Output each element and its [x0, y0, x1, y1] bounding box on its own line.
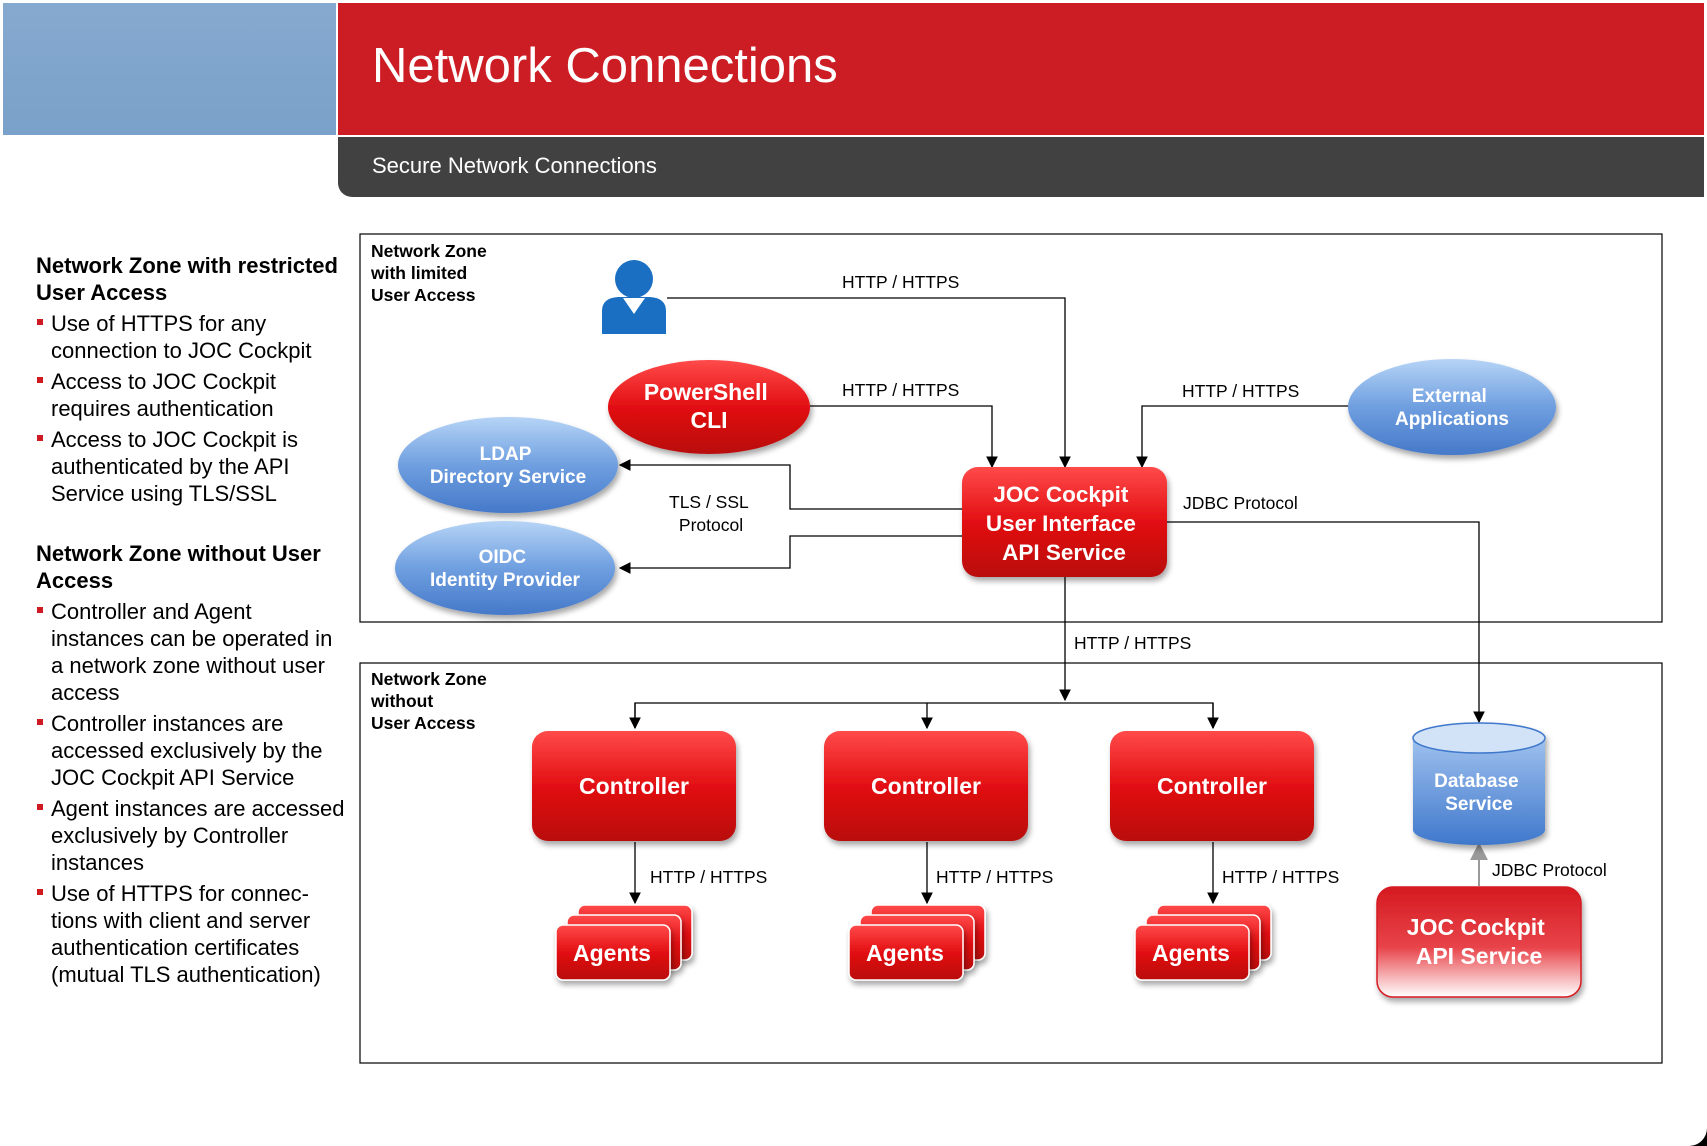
sidebar: Network Zone with restricted User Access…	[36, 252, 346, 992]
edge-label-powershell-http: HTTP / HTTPS	[842, 380, 959, 400]
list-item: Access to JOC Cockpit is authenticated b…	[36, 426, 346, 507]
header-accent-block	[3, 3, 336, 135]
edge-joc-oidc	[618, 535, 962, 574]
edge-label-agents-http-2: HTTP / HTTPS	[936, 867, 1053, 887]
powershell-cli-node	[608, 360, 810, 454]
database-service-node	[1412, 722, 1546, 845]
joc-cockpit-api-service-label: JOC Cockpit API Service	[1407, 914, 1551, 969]
edge-label-jdbc-bottom: JDBC Protocol	[1492, 860, 1607, 880]
page-title: Network Connections	[372, 39, 838, 93]
external-applications-node	[1348, 359, 1556, 455]
agents-stack-2	[848, 904, 986, 981]
list-item: Controller and Agent instances can be op…	[36, 598, 346, 706]
oidc-label: OIDC Identity Provider	[430, 547, 581, 591]
edge-controller-bus	[634, 702, 1214, 728]
database-service-label: Database Service	[1434, 771, 1524, 815]
controller-node-3	[1110, 731, 1314, 841]
sidebar-heading-no-user: Network Zone without User Access	[36, 541, 321, 593]
oidc-identity-provider-node	[395, 521, 615, 615]
list-item: Access to JOC Cockpit requires authentic…	[36, 368, 346, 422]
list-item: Use of HTTPS for connec-tions with clien…	[36, 880, 346, 988]
connectors	[618, 297, 1485, 905]
subtitle-bar	[338, 137, 1704, 197]
edge-label-tls: TLS / SSL Protocol	[669, 492, 753, 535]
joc-cockpit-label: JOC Cockpit User Interface API Service	[986, 482, 1142, 565]
page-subtitle: Secure Network Connections	[372, 153, 657, 178]
edge-label-joc-controllers-http: HTTP / HTTPS	[1074, 633, 1191, 653]
ldap-directory-service-node	[398, 417, 618, 513]
controller-label-3: Controller	[1157, 773, 1267, 799]
edge-label-external-http: HTTP / HTTPS	[1182, 381, 1299, 401]
edge-joc-database	[1167, 521, 1485, 724]
controller-label-1: Controller	[579, 773, 689, 799]
powershell-cli-label: PowerShell CLI	[644, 379, 774, 433]
edge-external-joc	[1136, 405, 1351, 469]
zone-label-top: Network Zone with limited User Access	[370, 241, 492, 305]
edge-powershell-joc	[810, 405, 998, 469]
sidebar-list-restricted: Use of HTTPS for any connection to JOC C…	[36, 310, 346, 507]
list-item: Agent instances are accessed exclusively…	[36, 795, 346, 876]
list-item: Controller instances are accessed exclus…	[36, 710, 346, 791]
edge-user-joc	[667, 297, 1071, 469]
list-item: Use of HTTPS for any connection to JOC C…	[36, 310, 346, 364]
joc-cockpit-api-service-node	[1376, 886, 1582, 998]
zone-label-bottom: Network Zone without User Access	[370, 669, 492, 733]
external-applications-label: External Applications	[1395, 386, 1509, 430]
edge-joc-ldap	[618, 459, 962, 510]
controller-node-2	[824, 731, 1028, 841]
joc-cockpit-node	[962, 467, 1167, 577]
agents-label-2: Agents	[866, 940, 944, 966]
edge-label-jdbc-top: JDBC Protocol	[1183, 493, 1298, 513]
agents-stack-3	[1134, 904, 1272, 981]
edge-label-agents-http-1: HTTP / HTTPS	[650, 867, 767, 887]
controller-label-2: Controller	[871, 773, 981, 799]
sidebar-heading-restricted: Network Zone with restricted User Access	[36, 253, 338, 305]
edge-label-agents-http-3: HTTP / HTTPS	[1222, 867, 1339, 887]
ldap-label: LDAP Directory Service	[430, 444, 586, 488]
sidebar-list-no-user: Controller and Agent instances can be op…	[36, 598, 346, 988]
zone-limited-user-access	[359, 233, 1663, 623]
zone-without-user-access	[359, 662, 1663, 1064]
user-icon	[602, 260, 666, 334]
agents-stack-1	[555, 904, 693, 981]
controller-node-1	[532, 731, 736, 841]
header-title-bar	[338, 3, 1704, 135]
agents-label-3: Agents	[1152, 940, 1230, 966]
agents-label-1: Agents	[573, 940, 651, 966]
edge-label-user-http: HTTP / HTTPS	[842, 272, 959, 292]
